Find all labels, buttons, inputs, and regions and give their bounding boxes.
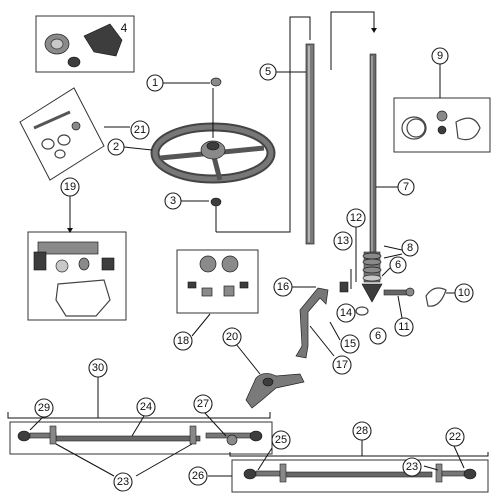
part-9-box — [393, 97, 491, 153]
callout-6a: 6 — [389, 256, 407, 274]
svg-text:2: 2 — [113, 141, 119, 153]
svg-text:21: 21 — [134, 124, 146, 136]
part-10-gasket — [425, 287, 447, 307]
svg-text:25: 25 — [275, 434, 287, 446]
part-4-box — [35, 15, 135, 73]
part-19-box — [27, 231, 127, 321]
callout-25: 25 — [271, 430, 291, 450]
callout-11: 11 — [394, 317, 414, 337]
svg-text:30: 30 — [92, 362, 104, 374]
svg-text:27: 27 — [197, 398, 209, 410]
tie-rod-upper — [9, 421, 273, 455]
callout-19: 19 — [60, 177, 80, 197]
callout-8: 8 — [401, 239, 419, 257]
part-7-steering-shaft — [369, 53, 377, 255]
callout-21: 21 — [130, 120, 150, 140]
callout-20: 20 — [222, 327, 242, 347]
svg-text:6: 6 — [375, 330, 381, 342]
svg-text:5: 5 — [265, 66, 271, 78]
part-2-steering-wheel — [150, 122, 276, 184]
svg-text:9: 9 — [437, 50, 443, 62]
svg-text:18: 18 — [177, 335, 189, 347]
callout-14: 14 — [336, 303, 356, 323]
callout-24: 24 — [136, 397, 156, 417]
svg-text:4: 4 — [121, 21, 128, 35]
svg-text:23: 23 — [406, 461, 418, 473]
svg-text:16: 16 — [277, 281, 289, 293]
callout-7: 7 — [397, 178, 415, 196]
callout-23a: 23 — [113, 472, 133, 492]
callout-3: 3 — [164, 192, 182, 210]
callout-5: 5 — [259, 63, 277, 81]
callout-9: 9 — [431, 47, 449, 65]
svg-text:3: 3 — [170, 195, 176, 207]
callout-6b: 6 — [369, 327, 387, 345]
callout-23b: 23 — [402, 457, 422, 477]
callout-30: 30 — [88, 358, 108, 378]
part-20-bellcrank — [245, 373, 305, 409]
callout-15: 15 — [340, 334, 360, 354]
svg-text:14: 14 — [340, 307, 352, 319]
svg-text:29: 29 — [38, 402, 50, 414]
tie-rod-lower — [231, 459, 489, 493]
callout-12: 12 — [346, 208, 366, 228]
callout-16: 16 — [273, 277, 293, 297]
svg-text:10: 10 — [458, 287, 470, 299]
svg-text:20: 20 — [226, 331, 238, 343]
svg-text:28: 28 — [356, 425, 368, 437]
svg-text:1: 1 — [152, 77, 158, 89]
svg-text:12: 12 — [350, 212, 362, 224]
part-21-box — [19, 87, 105, 181]
svg-text:24: 24 — [140, 401, 152, 413]
svg-text:17: 17 — [336, 359, 348, 371]
callout-27: 27 — [193, 394, 213, 414]
worm-gear-assembly — [355, 251, 383, 316]
callout-26: 26 — [188, 466, 208, 486]
callout-1: 1 — [146, 74, 164, 92]
svg-text:26: 26 — [192, 470, 204, 482]
svg-text:23: 23 — [117, 476, 129, 488]
svg-text:7: 7 — [403, 181, 409, 193]
callout-4: 4 — [121, 21, 128, 35]
part-11-sector-shaft — [383, 287, 415, 297]
callout-10: 10 — [454, 283, 474, 303]
part-3-nut — [210, 197, 222, 207]
callout-22: 22 — [445, 427, 465, 447]
svg-text:13: 13 — [337, 235, 349, 247]
part-5-column-tube — [305, 43, 315, 245]
svg-text:15: 15 — [344, 338, 356, 350]
callout-18: 18 — [173, 331, 193, 351]
callout-17: 17 — [332, 355, 352, 375]
callout-2: 2 — [107, 138, 125, 156]
svg-text:22: 22 — [449, 431, 461, 443]
part-1-nut — [210, 77, 222, 87]
part-17-pitman-arm — [295, 287, 329, 359]
part-18-box — [176, 249, 259, 314]
svg-text:8: 8 — [407, 242, 413, 254]
svg-text:6: 6 — [395, 259, 401, 271]
callout-13: 13 — [333, 231, 353, 251]
svg-text:11: 11 — [398, 321, 409, 333]
svg-text:19: 19 — [64, 181, 76, 193]
callout-28: 28 — [352, 421, 372, 441]
callout-29: 29 — [34, 398, 54, 418]
